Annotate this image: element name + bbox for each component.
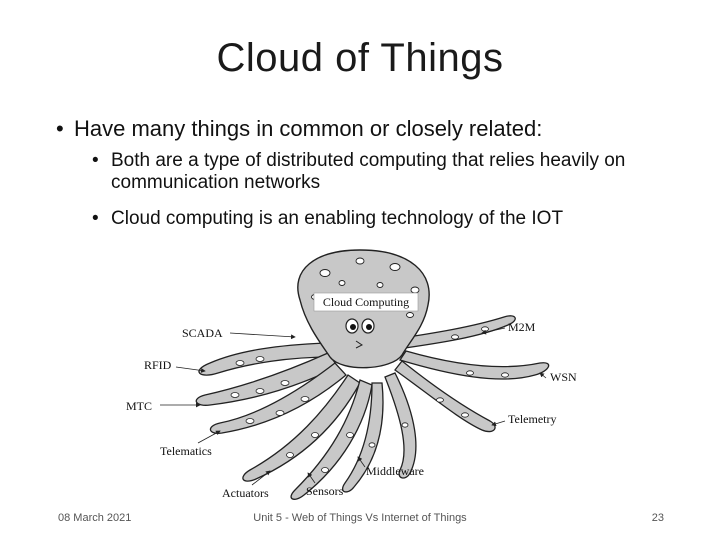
- slide-title: Cloud of Things: [0, 36, 720, 81]
- octopus-illustration: Cloud Computing SCADA RFID MTC Telematic…: [110, 245, 610, 505]
- center-label: Cloud Computing: [323, 295, 409, 309]
- label-rfid: RFID: [144, 358, 172, 372]
- label-actuators: Actuators: [222, 486, 269, 500]
- label-telemetry: Telemetry: [508, 412, 556, 426]
- label-mtc: MTC: [126, 399, 152, 413]
- footer-course: Unit 5 - Web of Things Vs Internet of Th…: [0, 512, 720, 524]
- bullet-marker: •: [92, 150, 99, 172]
- octopus-figure: Cloud Computing SCADA RFID MTC Telematic…: [110, 245, 610, 505]
- tentacle-right-mid: [400, 351, 549, 379]
- sub-bullet-text: Both are a type of distributed computing…: [111, 150, 631, 194]
- label-m2m: M2M: [508, 320, 536, 334]
- bullet-marker: •: [56, 116, 64, 142]
- label-wsn: WSN: [550, 370, 577, 384]
- sub-bullet-text: Cloud computing is an enabling technolog…: [111, 208, 631, 230]
- main-bullet-text: Have many things in common or closely re…: [74, 116, 542, 142]
- label-scada: SCADA: [182, 326, 223, 340]
- label-middleware: Middleware: [366, 464, 424, 478]
- footer-page-number: 23: [652, 512, 664, 524]
- bullet-marker: •: [92, 208, 99, 230]
- tentacle-bottom-right: [385, 373, 416, 478]
- label-sensors: Sensors: [306, 484, 344, 498]
- label-telematics: Telematics: [160, 444, 212, 458]
